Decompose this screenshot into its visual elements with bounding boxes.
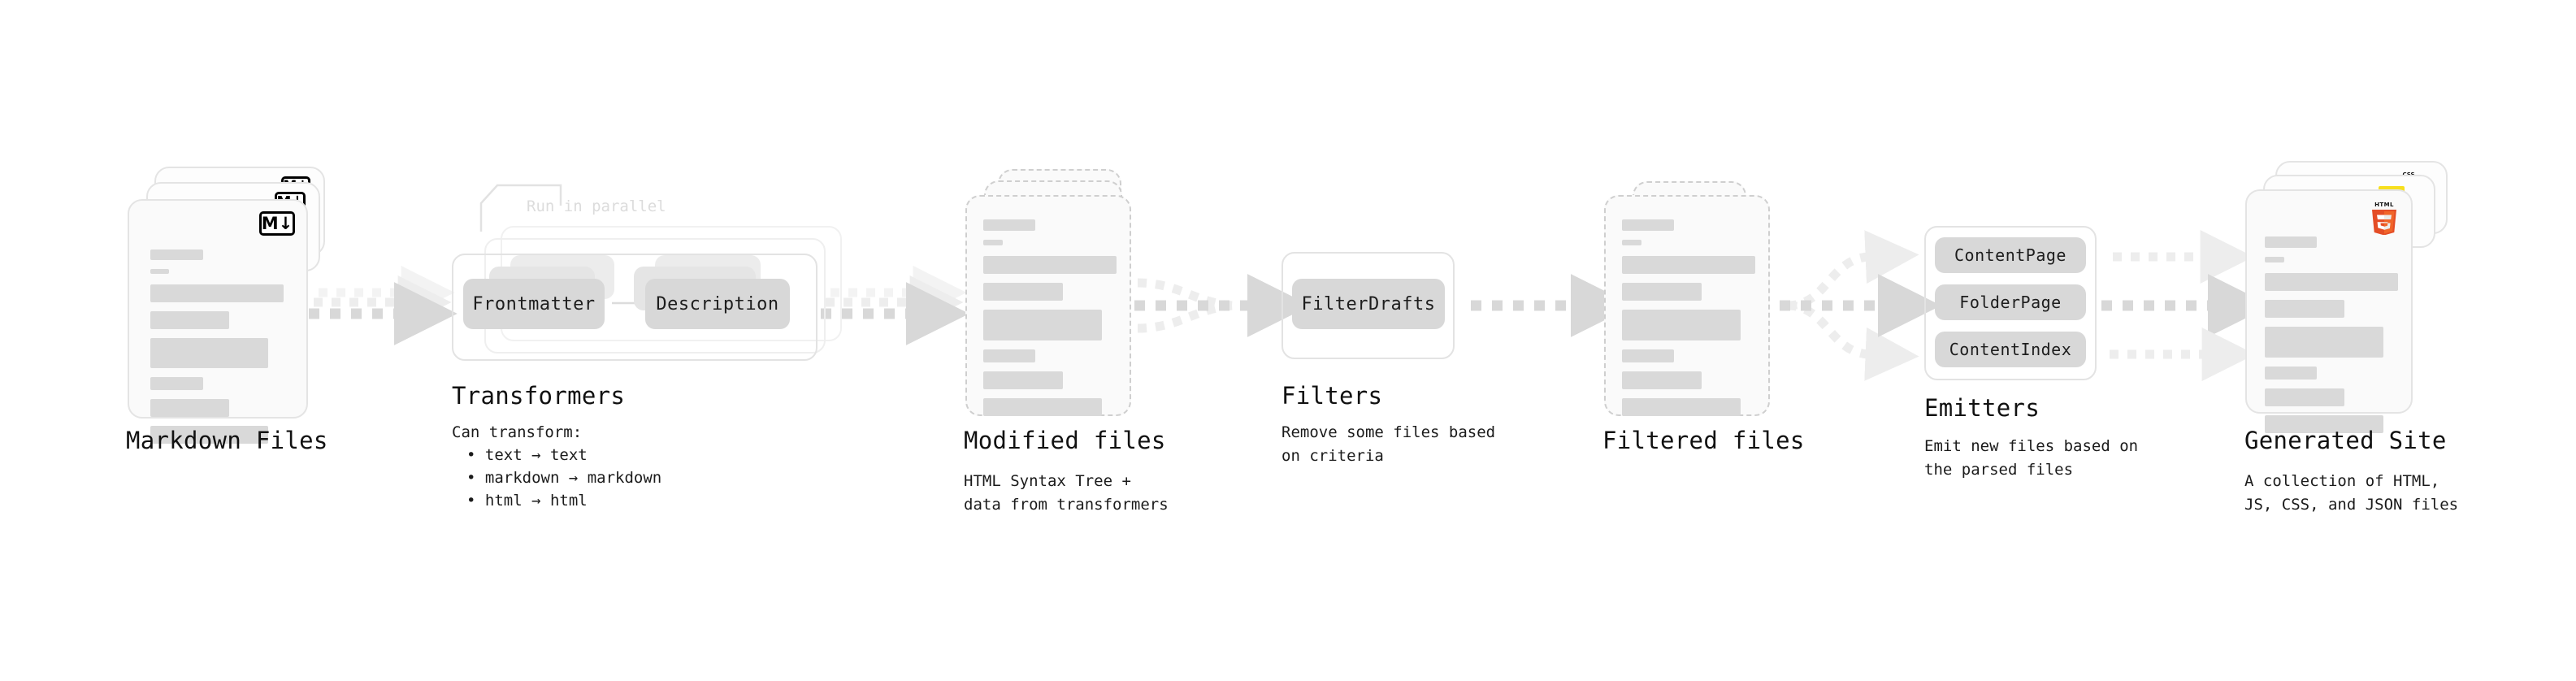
transformers-box-front <box>452 254 817 361</box>
placeholder-line <box>2265 388 2344 406</box>
placeholder-line <box>983 219 1035 231</box>
placeholder-line <box>150 338 268 368</box>
placeholder-line <box>983 398 1102 416</box>
placeholder-line <box>2265 273 2398 291</box>
placeholder-line <box>150 249 203 260</box>
run-in-parallel-label: Run in parallel <box>527 197 666 215</box>
markdown-icon: M↓ <box>259 211 295 236</box>
placeholder-line <box>2265 236 2317 248</box>
site-card-front: HTML <box>2245 189 2413 433</box>
placeholder-line <box>2265 327 2383 358</box>
placeholder-line <box>1622 398 1741 416</box>
emitters-subtitle: Emit new files based on the parsed files <box>1924 437 2139 479</box>
filters-box <box>1281 252 1455 359</box>
filters-title: Filters <box>1281 382 1383 410</box>
filters-subtitle: Remove some files based on criteria <box>1281 423 1496 465</box>
markdown-files-title: Markdown Files <box>126 427 328 454</box>
modified-placeholder-lines <box>983 219 1117 425</box>
transformers-list-item-1: • markdown → markdown <box>466 469 662 487</box>
placeholder-line <box>2265 415 2383 433</box>
filter-chip-filterdrafts[interactable]: FilterDrafts <box>1292 279 1445 329</box>
placeholder-line <box>2265 367 2317 380</box>
transformer-chip-frontmatter[interactable]: Frontmatter <box>463 279 605 329</box>
markdown-placeholder-lines <box>150 249 285 453</box>
filtered-card-front <box>1604 195 1770 416</box>
emitter-chip-contentindex[interactable]: ContentIndex <box>1935 332 2086 367</box>
arrow-emitters-to-site <box>2101 230 2271 381</box>
transformers-subtitle: Can transform: <box>452 423 583 441</box>
placeholder-line <box>1622 240 1641 245</box>
filtered-placeholder-lines <box>1622 219 1755 425</box>
placeholder-line <box>150 269 169 274</box>
generated-site-subtitle: A collection of HTML, JS, CSS, and JSON … <box>2244 472 2459 514</box>
placeholder-line <box>2265 257 2284 262</box>
placeholder-line <box>2265 300 2344 318</box>
transformers-title: Transformers <box>452 382 626 410</box>
emitters-title: Emitters <box>1924 394 2040 422</box>
placeholder-line <box>150 426 268 444</box>
site-placeholder-lines <box>2265 236 2398 442</box>
arrow-markdown-to-transformers <box>309 266 458 345</box>
placeholder-line <box>983 240 1003 245</box>
arrow-modified-to-filters <box>1134 274 1311 337</box>
transformers-list-item-0: • text → text <box>466 446 588 464</box>
placeholder-line <box>150 311 229 329</box>
emitter-chip-folderpage[interactable]: FolderPage <box>1935 284 2086 320</box>
transformer-chip-description[interactable]: Description <box>645 279 790 329</box>
modified-card-front <box>965 195 1131 416</box>
html5-icon: HTML <box>2369 199 2400 236</box>
placeholder-line <box>1622 219 1674 231</box>
placeholder-line <box>983 310 1102 340</box>
placeholder-line <box>1622 310 1741 340</box>
placeholder-line <box>150 399 229 417</box>
placeholder-line <box>983 349 1035 362</box>
placeholder-line <box>150 284 284 302</box>
transformers-list-item-2: • html → html <box>466 492 588 510</box>
markdown-card-front: M↓ <box>128 199 308 444</box>
placeholder-line <box>1622 256 1755 274</box>
placeholder-line <box>983 283 1063 301</box>
generated-site-title: Generated Site <box>2244 427 2447 454</box>
emitters-box <box>1924 226 2097 380</box>
placeholder-line <box>983 371 1063 389</box>
filtered-files-title: Filtered files <box>1602 427 1805 454</box>
placeholder-line <box>1622 371 1702 389</box>
placeholder-line <box>1622 349 1674 362</box>
placeholder-line <box>983 256 1117 274</box>
placeholder-line <box>150 377 203 390</box>
emitter-chip-contentpage[interactable]: ContentPage <box>1935 237 2086 273</box>
placeholder-line <box>1622 283 1702 301</box>
svg-text:HTML: HTML <box>2374 202 2394 208</box>
arrow-filtered-to-emitters <box>1780 230 1941 381</box>
modified-files-title: Modified files <box>964 427 1166 454</box>
modified-files-subtitle: HTML Syntax Tree + data from transformer… <box>964 472 1169 514</box>
